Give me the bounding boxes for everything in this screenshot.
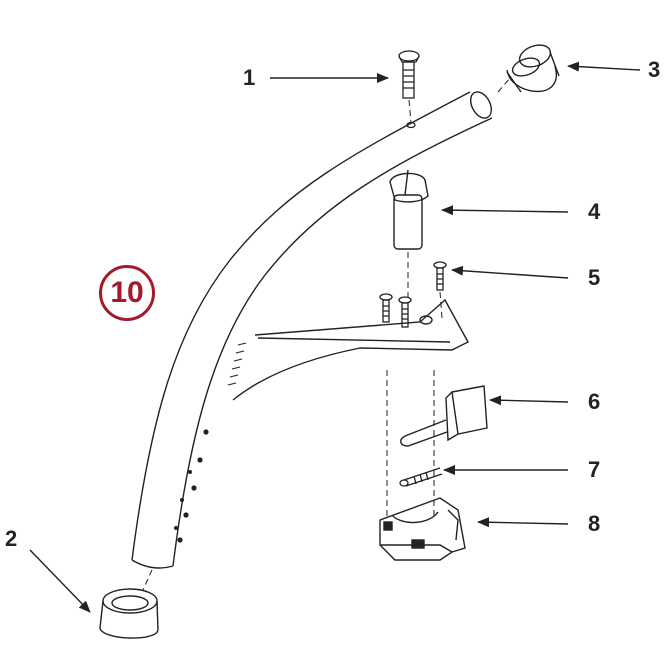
tube-ridges bbox=[227, 342, 247, 386]
callout-1: 1 bbox=[243, 65, 256, 90]
part-2-foot-cap bbox=[99, 588, 159, 639]
part-8-base bbox=[379, 497, 466, 561]
callout-arrows bbox=[29, 61, 641, 613]
part-1-screw bbox=[398, 50, 420, 129]
assembly-number-badge: 10 bbox=[99, 265, 155, 321]
callout-3: 3 bbox=[648, 57, 661, 82]
callout-5: 5 bbox=[588, 265, 601, 290]
assembly-lines bbox=[142, 77, 511, 591]
part-6-lever bbox=[400, 385, 488, 447]
callout-8: 8 bbox=[588, 511, 601, 536]
callout-2: 2 bbox=[5, 526, 18, 551]
bracket-wing bbox=[232, 298, 469, 401]
handle-tube bbox=[131, 91, 493, 569]
part-3-end-cap bbox=[506, 44, 560, 93]
callout-7: 7 bbox=[588, 457, 601, 482]
tube-holes bbox=[174, 429, 209, 543]
callout-4: 4 bbox=[588, 199, 601, 224]
callout-6: 6 bbox=[588, 389, 601, 414]
part-5-screws bbox=[379, 261, 447, 328]
part-7-pin bbox=[399, 467, 443, 487]
part-4-plug bbox=[389, 169, 429, 250]
